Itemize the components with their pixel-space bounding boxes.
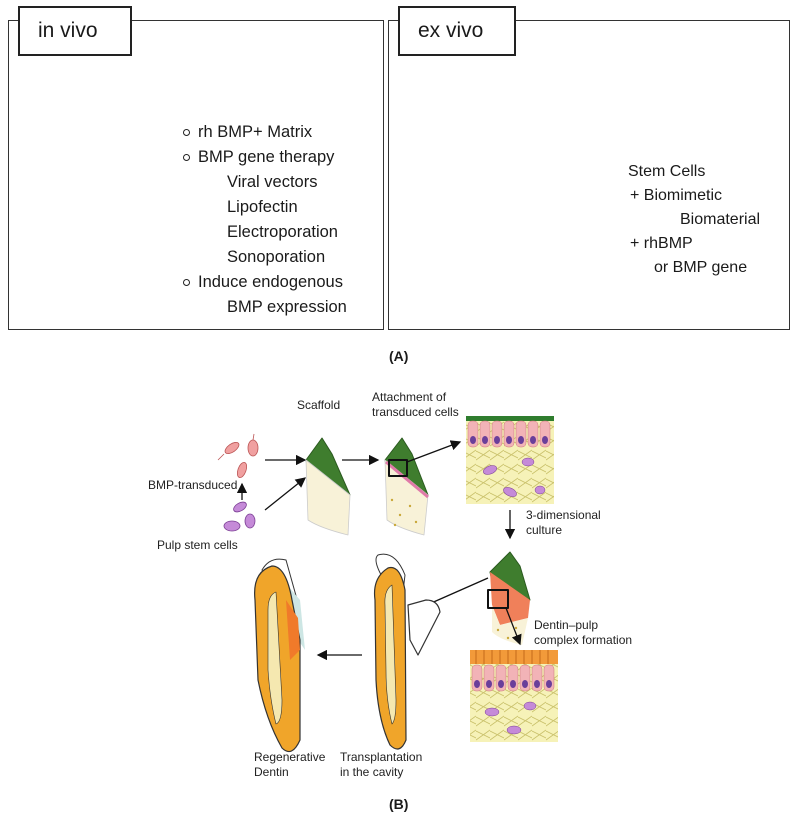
bmp-transduced-cells: [217, 433, 259, 479]
regenerated-tooth: [254, 558, 305, 753]
list-item: BMP gene therapy: [183, 145, 347, 170]
ex-vivo-line: Stem Cells: [628, 163, 706, 180]
list-item: Induce endogenous: [183, 270, 347, 295]
ex-vivo-line: + rhBMP: [630, 235, 693, 252]
in-vivo-tab: in vivo: [18, 6, 132, 56]
label-transplantation: Transplantation in the cavity: [340, 750, 423, 779]
list-item: rh BMP+ Matrix: [183, 120, 347, 145]
label-regenerative: Regenerative Dentin: [254, 750, 326, 779]
pulp-stem-cells: [223, 501, 256, 532]
list-item: Lipofectin: [227, 198, 298, 216]
label-pulp-stem-cells: Pulp stem cells: [157, 538, 238, 552]
tissue-image-top: [466, 416, 554, 504]
tissue-image-bottom: [470, 650, 558, 742]
ex-vivo-line: or BMP gene: [654, 259, 748, 276]
ex-vivo-panel: [388, 20, 790, 330]
ex-vivo-tab: ex vivo: [398, 6, 516, 56]
ex-vivo-description: Stem Cells + Biomimetic Biomaterial + rh…: [628, 160, 760, 280]
label-attachment: Attachment of transduced cells: [372, 390, 459, 419]
transplanted-tooth: [373, 553, 441, 750]
ex-vivo-line: + Biomimetic: [630, 187, 723, 204]
in-vivo-tab-label: in vivo: [38, 19, 98, 42]
in-vivo-list: rh BMP+ Matrix BMP gene therapy Viral ve…: [183, 120, 347, 320]
label-bmp-transduced: BMP-transduced: [148, 478, 238, 492]
ex-vivo-tab-label: ex vivo: [418, 19, 484, 42]
caption-a: (A): [389, 348, 409, 364]
in-vivo-panel: [8, 20, 384, 330]
list-item: BMP expression: [227, 298, 347, 316]
bullet-circle-icon: [183, 279, 190, 286]
list-item: Electroporation: [227, 223, 338, 241]
list-item: Viral vectors: [227, 173, 318, 191]
ex-vivo-line: Biomaterial: [680, 211, 761, 228]
label-culture: 3-dimensional culture: [526, 508, 601, 537]
label-dentin-pulp: Dentin–pulp complex formation: [534, 618, 633, 647]
label-scaffold: Scaffold: [297, 398, 341, 412]
list-item: Sonoporation: [227, 248, 326, 266]
panel-b-illustration: [217, 416, 558, 753]
caption-b: (B): [389, 796, 409, 812]
bullet-circle-icon: [183, 154, 190, 161]
bullet-circle-icon: [183, 129, 190, 136]
